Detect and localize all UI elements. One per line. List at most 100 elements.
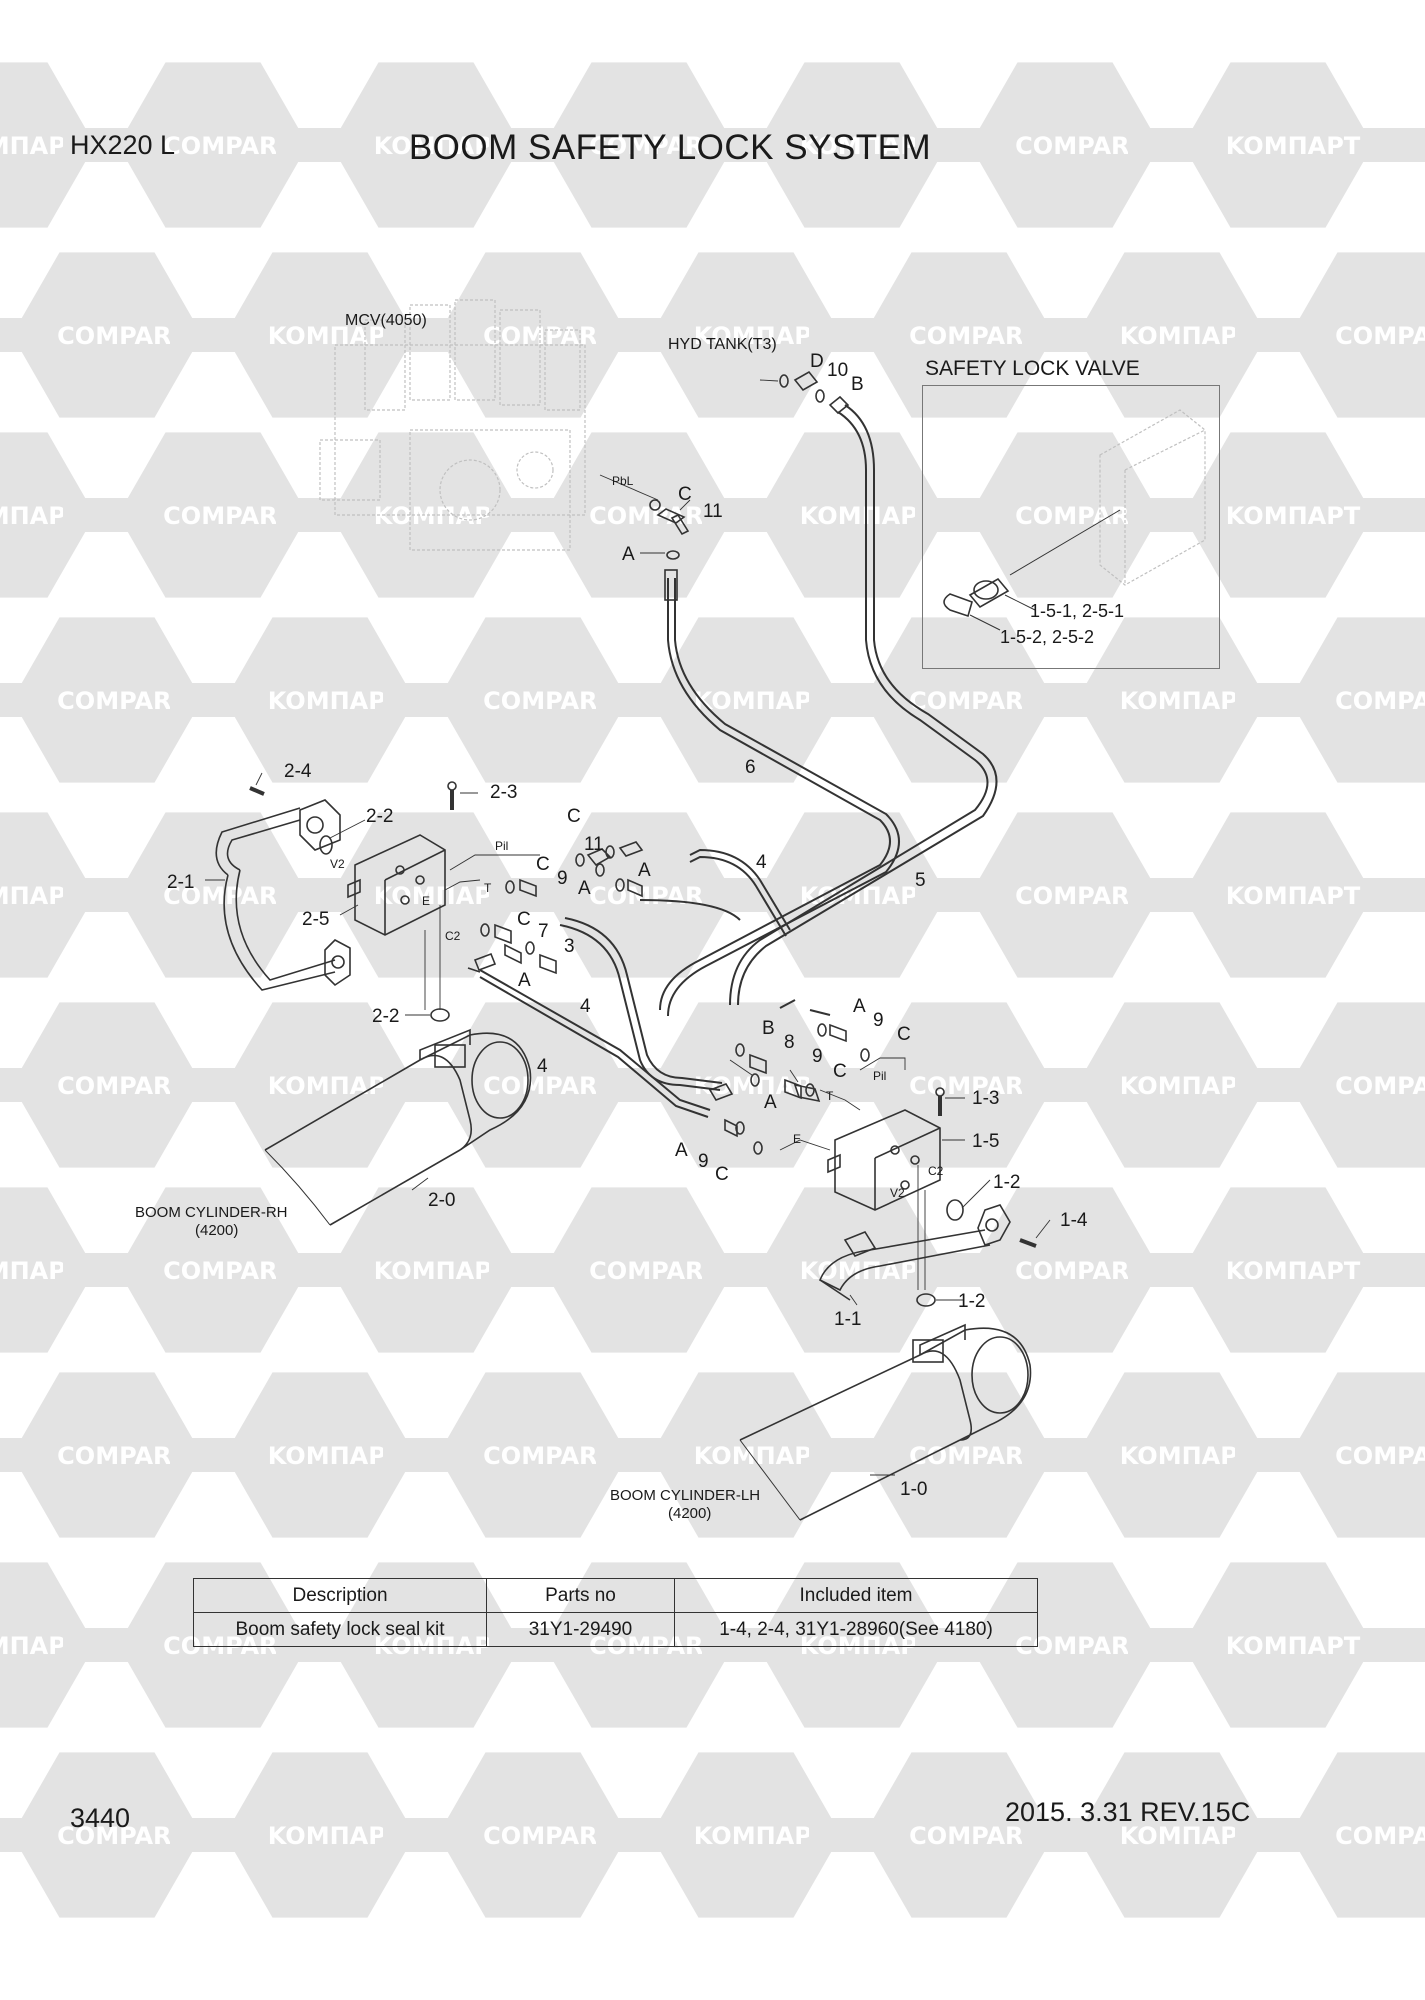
watermark-band: [1128, 498, 1425, 532]
watermark-band: [1235, 318, 1425, 352]
callout-11-top: 11: [703, 501, 723, 522]
watermark-text: COMPART: [483, 1442, 613, 1470]
callout-c-l3: C: [517, 909, 531, 930]
cell-description: Boom safety lock seal kit: [193, 1612, 487, 1647]
watermark-text: KOMПАРТ: [268, 1072, 403, 1100]
watermark-text: COMPART: [1015, 132, 1145, 160]
watermark-text: KOMПАРТ: [1226, 1257, 1361, 1285]
hyd-tank-label: HYD TANK(T3): [668, 336, 777, 353]
callout-7: 7: [538, 921, 549, 942]
callout-2-5: 2-5: [302, 909, 329, 930]
callout-a-r1: A: [853, 996, 866, 1017]
port-t-right: T: [826, 1089, 834, 1103]
callout-1-2-bottom: 1-2: [958, 1291, 985, 1312]
callout-2-0: 2-0: [428, 1190, 455, 1211]
watermark-band: [1235, 1438, 1425, 1472]
callout-2-3: 2-3: [490, 782, 517, 803]
header-parts-no: Parts no: [486, 1578, 675, 1613]
watermark-text: KOMПАРТ: [694, 1442, 829, 1470]
header-included-item: Included item: [674, 1578, 1038, 1613]
fittings-upper: [649, 370, 850, 601]
port-leaders-right: [779, 1057, 926, 1290]
callout-6: 6: [745, 757, 756, 778]
callout-4-a: 4: [756, 852, 767, 873]
callout-b-r: B: [762, 1018, 775, 1039]
watermark-text: COMPART: [909, 687, 1039, 715]
valve-block-rh: [215, 781, 457, 991]
boom-rh-label: BOOM CYLINDER-RH: [135, 1204, 288, 1221]
hoses-main: [479, 404, 998, 1118]
watermark-text: KOMПАРТ: [1120, 322, 1255, 350]
watermark-text: COMPART: [163, 502, 293, 530]
watermark-text: KOMПАРТ: [268, 1822, 403, 1850]
watermark-text: COMPART: [909, 1822, 1039, 1850]
callout-d: D: [810, 351, 824, 372]
table-row: Boom safety lock seal kit 31Y1-29490 1-4…: [193, 1612, 1038, 1647]
port-v2-right: V2: [890, 1186, 905, 1200]
watermark-text: KOMПАРТ: [268, 1442, 403, 1470]
watermark-text: COMPART: [57, 1822, 187, 1850]
watermark-text: COMPART: [589, 132, 719, 160]
port-c2-left: C2: [445, 929, 461, 943]
watermark-text: COMPART: [1335, 687, 1425, 715]
port-e-right: E: [793, 1132, 801, 1146]
watermark-text: COMPART: [1335, 1442, 1425, 1470]
watermark-text: COMPART: [1335, 322, 1425, 350]
callout-1-3: 1-3: [972, 1088, 999, 1109]
watermark-tiles: KOMПАРТ COMPART KOMПАРТ COMPART KOMПАРТ COMPA…: [0, 62, 1425, 1918]
boom-cylinder-lh: [739, 1323, 1032, 1521]
callout-1-2-top: 1-2: [993, 1172, 1020, 1193]
watermark-text: KOMПАРТ: [1226, 1632, 1361, 1660]
callout-2-1: 2-1: [167, 872, 194, 893]
watermark-text: COMPART: [163, 1257, 293, 1285]
watermark-text: COMPART: [1015, 882, 1145, 910]
callout-1-4: 1-4: [1060, 1210, 1088, 1231]
watermark-text: COMPART: [1335, 1072, 1425, 1100]
watermark-band: [1128, 128, 1425, 162]
port-pil-left: Pil: [495, 839, 508, 853]
callout-8: 8: [784, 1032, 795, 1053]
model-name: HX220 L: [70, 130, 176, 160]
port-v2-left: V2: [330, 857, 345, 871]
callout-3: 3: [564, 936, 575, 957]
callout-5: 5: [915, 870, 926, 891]
cell-parts-no[interactable]: 31Y1-29490: [486, 1612, 675, 1647]
callout-2-2-bottom: 2-2: [372, 1006, 399, 1027]
fittings-left: [430, 841, 644, 1022]
watermark-text: COMPART: [163, 132, 293, 160]
watermark-text: COMPART: [1335, 1822, 1425, 1850]
cell-included-item: 1-4, 2-4, 31Y1-28960(See 4180): [674, 1612, 1038, 1647]
watermark-text: COMPART: [57, 687, 187, 715]
callout-9-r3: 9: [698, 1151, 709, 1172]
port-t-left: T: [484, 881, 492, 895]
callout-a-top: A: [622, 544, 635, 565]
watermark-text: COMPART: [57, 1072, 187, 1100]
boom-lh-code: (4200): [668, 1505, 711, 1522]
watermark-text: COMPART: [909, 1072, 1039, 1100]
watermark-text: KOMПАРТ: [800, 502, 935, 530]
callout-a-l2: A: [638, 860, 651, 881]
watermark-band: [1128, 1253, 1425, 1287]
callout-c-l1: C: [567, 806, 581, 827]
watermark-band: [1235, 683, 1425, 717]
port-e-left: E: [422, 894, 430, 908]
callout-c-r2: C: [833, 1061, 847, 1082]
watermark-text: COMPART: [589, 882, 719, 910]
watermark-band: [1128, 1628, 1425, 1662]
watermark-text: KOMПАРТ: [374, 882, 509, 910]
callout-4-b: 4: [580, 996, 591, 1017]
callout-c-r3: C: [715, 1164, 729, 1185]
safety-lock-valve-title: SAFETY LOCK VALVE: [925, 357, 1140, 380]
callout-2-2-top: 2-2: [366, 806, 393, 827]
watermark-text: KOMПАРТ: [694, 1822, 829, 1850]
callout-1-5: 1-5: [972, 1131, 999, 1152]
svl-callout-1: 1-5-1, 2-5-1: [1030, 601, 1124, 621]
callout-1-0: 1-0: [900, 1479, 927, 1500]
callout-a-r2: A: [764, 1092, 777, 1113]
watermark-text: KOMПАРТ: [268, 687, 403, 715]
parts-table-header: Description Parts no Included item: [193, 1578, 1038, 1613]
callout-9-r2: 9: [812, 1046, 823, 1067]
watermark-text: COMPART: [1015, 1257, 1145, 1285]
